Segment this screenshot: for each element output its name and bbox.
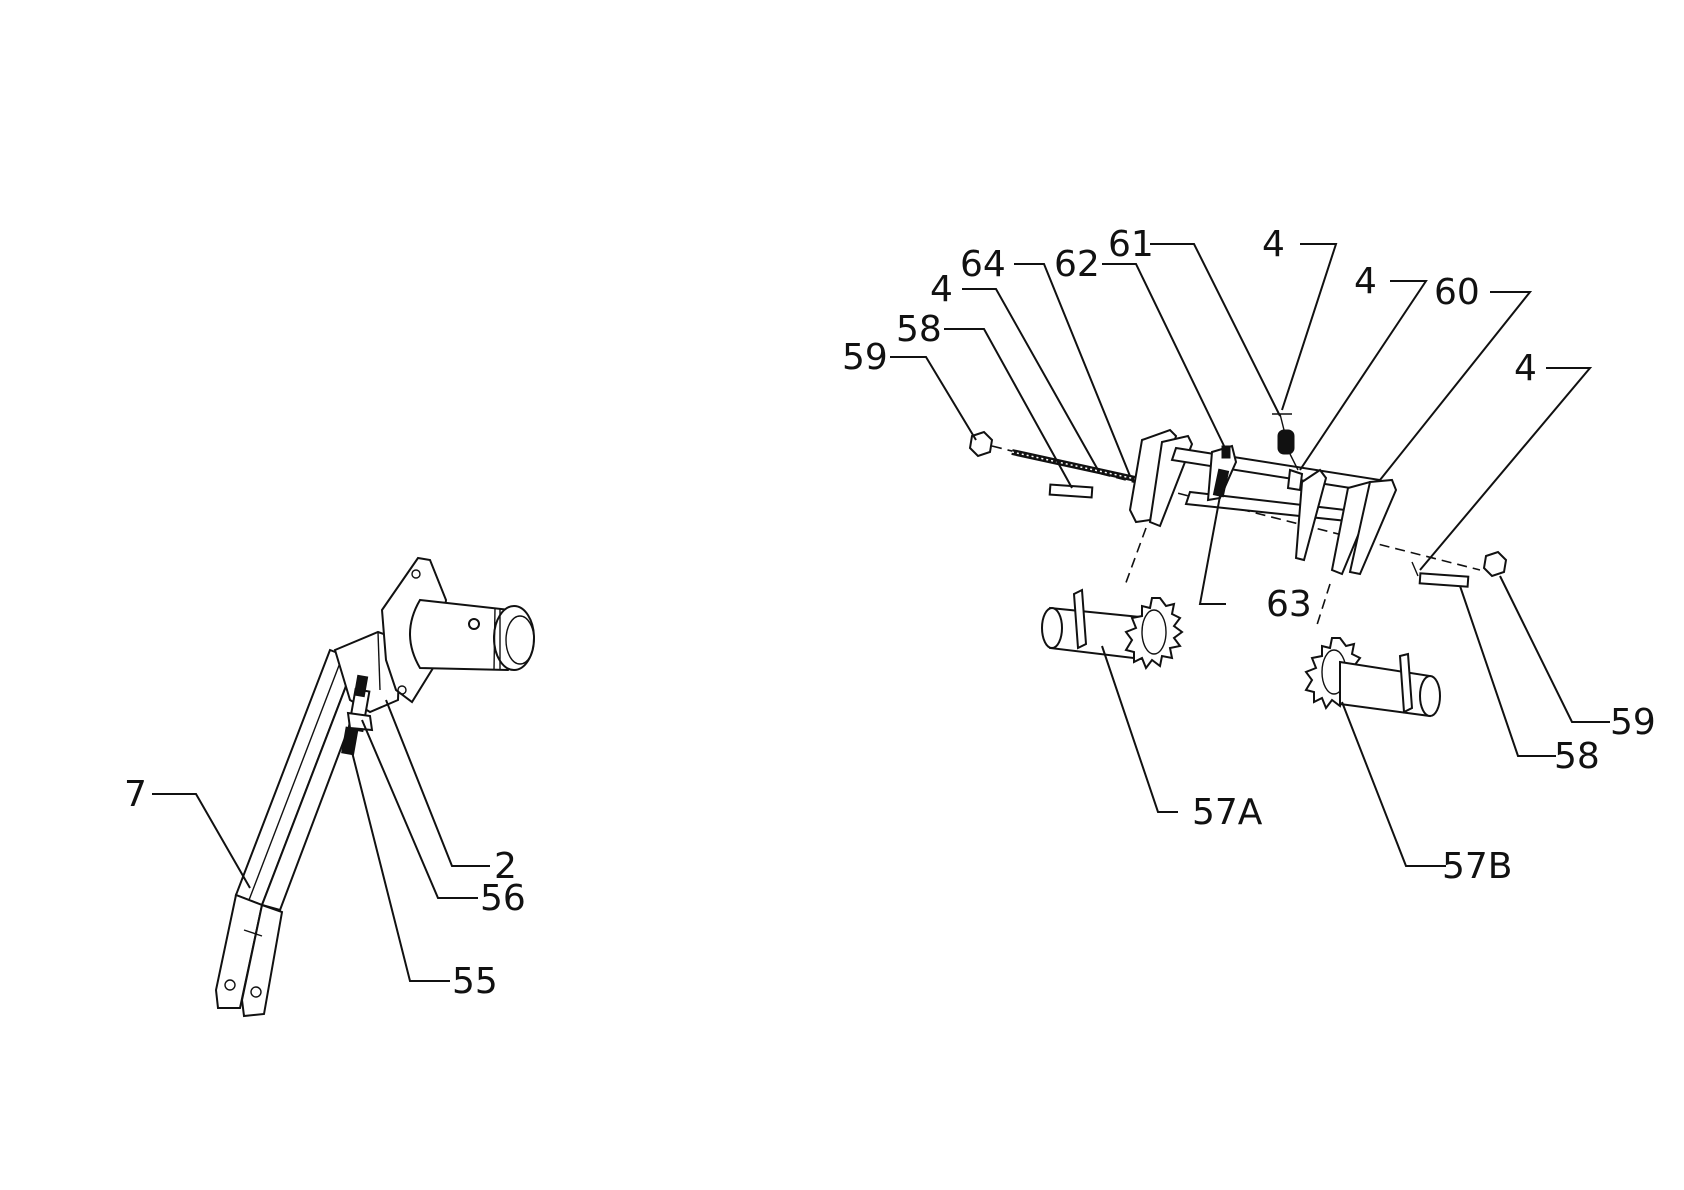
frame-plate-right-c [1348,478,1398,576]
leader-59-right [1499,575,1610,723]
leader-61 [1150,243,1281,417]
leader-58-right [1459,585,1556,757]
callout-59-left: 59 [842,337,888,378]
callout-59-right: 59 [1610,702,1656,743]
leader-2 [385,699,490,867]
leader-57b [1341,701,1446,867]
sprocket-57a-teeth [1124,597,1184,671]
fork-plate-left [214,893,264,1009]
leader-4-mid [1299,280,1428,471]
frame-crossbar-top [1170,446,1382,494]
sprocket-hub-57a [1041,588,1184,671]
callout-57b: 57B [1442,846,1513,887]
callout-7: 7 [124,774,147,815]
leader-58-left [944,328,1073,489]
leader-62 [1102,263,1227,451]
threaded-rod-55 [341,726,359,756]
set-screw-63 [1212,468,1230,498]
callout-2: 2 [494,846,517,887]
sprocket-hub-57b [1304,637,1441,718]
leader-56 [361,719,478,899]
callout-55: 55 [452,961,498,1002]
hex-nut-56 [346,711,374,732]
callout-64: 64 [960,244,1006,285]
callout-4-top: 4 [1262,224,1285,265]
leader-55 [351,751,450,982]
leader-64 [1014,263,1131,477]
callout-labels: 7 2 56 55 59 58 4 64 62 61 4 4 60 4 63 5… [124,224,1656,1002]
spring-64 [1011,449,1141,483]
leader-59-left [890,356,977,441]
arm-assembly [214,556,535,1018]
leader-7 [152,793,251,889]
callout-4-left: 4 [930,269,953,310]
callout-58-right: 58 [1554,736,1600,777]
callout-62: 62 [1054,244,1100,285]
callout-60: 60 [1434,272,1480,313]
pin-58-right [1418,572,1470,588]
callout-58-left: 58 [896,309,942,350]
callout-4-mid: 4 [1354,261,1377,302]
leader-60 [1379,291,1533,481]
leader-63 [1198,495,1226,605]
leader-lines [152,243,1610,982]
callout-56: 56 [480,878,526,919]
leader-4-top [1281,243,1338,411]
leader-57a [1101,645,1178,813]
callout-57a: 57A [1192,792,1263,833]
axle-assembly [968,413,1508,629]
callout-63: 63 [1266,584,1312,625]
callout-61: 61 [1108,224,1154,265]
callout-4-right: 4 [1514,348,1537,389]
spring-61 [1272,413,1299,471]
middle-tab [1286,468,1304,492]
hex-nut-59-right [1482,550,1508,578]
frame-plate-right-a [1294,468,1328,562]
leader-4-right [1419,367,1593,571]
leader-4-left [962,288,1099,471]
